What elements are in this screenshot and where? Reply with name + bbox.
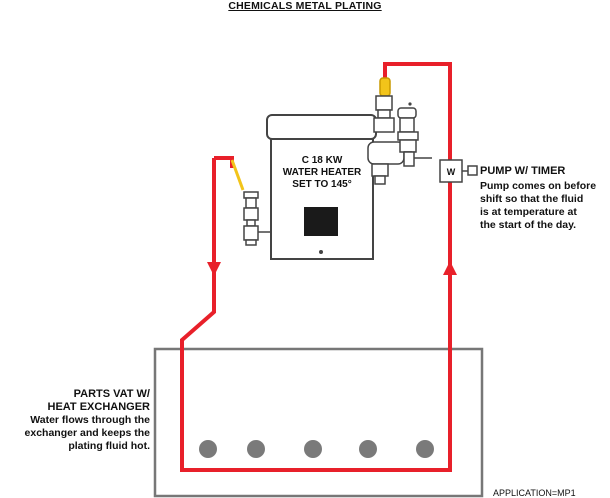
heater-label-line3: SET TO 145° — [292, 179, 352, 190]
right-valve-assembly — [367, 77, 432, 185]
heater-control-panel — [304, 207, 338, 236]
diagram-title: CHEMICALS METAL PLATING — [228, 0, 382, 12]
vat-desc-line: exchanger and keeps the — [24, 427, 150, 439]
flow-arrow-up — [443, 261, 457, 275]
pump — [439, 159, 478, 183]
tube-1 — [199, 440, 217, 458]
tube-5 — [416, 440, 434, 458]
pump-symbol: W — [447, 167, 456, 177]
valve-small-dot — [408, 102, 412, 106]
flow-arrow-down — [207, 262, 221, 276]
heater-indicator-dot — [319, 250, 323, 254]
hot-water-loop-pipe — [180, 62, 452, 472]
vat-desc-line: plating fluid hot. — [68, 440, 150, 452]
vat-title-line: PARTS VAT W/ — [73, 388, 150, 400]
heater-label-line1: C 18 KW — [301, 155, 343, 166]
pump-desc-line: shift so that the fluid — [480, 193, 584, 205]
pump-desc-line: the start of the day. — [480, 219, 577, 231]
heat-exchanger-tubes — [199, 440, 434, 458]
parts-vat — [153, 347, 484, 498]
vat-title-line: HEAT EXCHANGER — [47, 401, 150, 413]
pump-description: Pump comes on before shift so that the f… — [480, 180, 610, 232]
water-heater — [266, 114, 377, 260]
left-valve-assembly — [230, 159, 271, 246]
tube-2 — [247, 440, 265, 458]
pump-desc-line: is at temperature at — [480, 206, 577, 218]
tube-3 — [304, 440, 322, 458]
vat-description: Water flows through the exchanger and ke… — [0, 414, 150, 453]
application-code: APPLICATION=MP1 — [493, 488, 576, 498]
heater-outlet-pipe — [214, 156, 234, 168]
heater-label: C 18 KW WATER HEATER SET TO 145° — [262, 155, 382, 191]
vat-desc-line: Water flows through the — [30, 414, 150, 426]
vat-title: PARTS VAT W/ HEAT EXCHANGER — [48, 388, 150, 414]
heater-label-line2: WATER HEATER — [282, 167, 362, 178]
tube-4 — [359, 440, 377, 458]
pump-desc-line: Pump comes on before — [480, 180, 597, 192]
pump-title: PUMP W/ TIMER — [480, 165, 566, 177]
